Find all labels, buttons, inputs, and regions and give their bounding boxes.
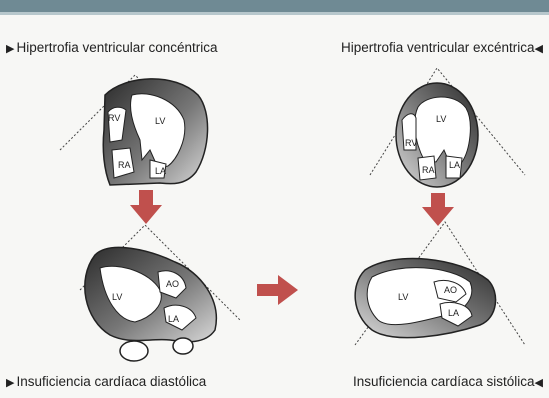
chamber-lv-bottom-right: LV bbox=[398, 292, 408, 302]
pointer-right-icon: ▶ bbox=[6, 377, 15, 389]
label-concentric-text: Hipertrofia ventricular concéntrica bbox=[16, 40, 218, 55]
chamber-la-top-right: LA bbox=[449, 160, 460, 170]
label-diastolic-text: Insuficiencia cardíaca diastólica bbox=[16, 374, 207, 389]
label-eccentric-text: Hipertrofia ventricular excéntrica bbox=[340, 40, 535, 55]
arrow-right-center bbox=[257, 275, 298, 305]
pointer-left-icon: ◀ bbox=[534, 43, 543, 55]
chamber-ao-bottom-left: AO bbox=[166, 279, 179, 289]
chamber-lv-top-left: LV bbox=[155, 116, 165, 126]
label-concentric-hypertrophy: ▶Hipertrofia ventricular concéntrica bbox=[6, 40, 218, 55]
header-bar bbox=[0, 0, 549, 12]
heart-diastolic: LV AO LA bbox=[79, 224, 241, 362]
label-diastolic-failure: ▶Insuficiencia cardíaca diastólica bbox=[6, 374, 206, 389]
chamber-ao-bottom-right: AO bbox=[444, 285, 457, 295]
arrow-down-right bbox=[422, 193, 454, 226]
label-eccentric-hypertrophy: Hipertrofia ventricular excéntrica◀ bbox=[341, 40, 545, 55]
heart-systolic: LV AO LA bbox=[354, 221, 526, 346]
chamber-ra-top-right: RA bbox=[422, 165, 435, 175]
header-rule bbox=[0, 12, 549, 15]
chamber-rv-top-right: RV bbox=[405, 138, 417, 148]
pointer-right-icon: ▶ bbox=[6, 43, 15, 55]
heart-concentric: RV LV RA LA bbox=[59, 74, 209, 186]
chamber-la-top-left: LA bbox=[155, 166, 166, 176]
label-systolic-failure: Insuficiencia cardíaca sistólica◀ bbox=[353, 374, 545, 389]
label-systolic-text: Insuficiencia cardíaca sistólica bbox=[352, 374, 535, 389]
pointer-left-icon: ◀ bbox=[534, 377, 543, 389]
chamber-la-bottom-right: LA bbox=[448, 308, 459, 318]
heart-eccentric: RV LV RA LA bbox=[369, 67, 526, 188]
chamber-ra-top-left: RA bbox=[118, 160, 131, 170]
arrow-down-left bbox=[130, 190, 162, 224]
chamber-lv-bottom-left: LV bbox=[112, 292, 122, 302]
chamber-rv-top-left: RV bbox=[108, 113, 120, 123]
chamber-lv-top-right: LV bbox=[436, 114, 446, 124]
chamber-la-bottom-left: LA bbox=[168, 314, 179, 324]
